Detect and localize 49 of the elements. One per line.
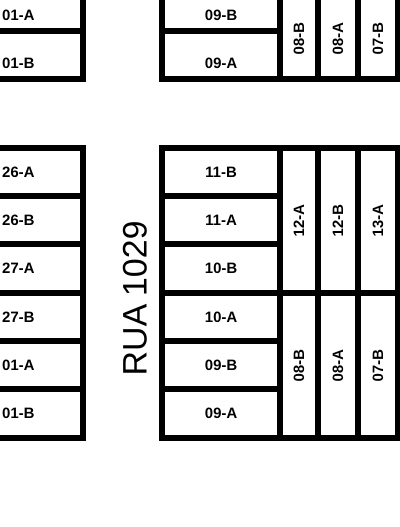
lot-number: 27-B bbox=[2, 308, 35, 326]
lot-number: 01-B bbox=[2, 405, 35, 422]
lot-number: 01-B bbox=[2, 55, 35, 72]
lot-plot bbox=[0, 392, 80, 435]
lot-number: 10-B bbox=[204, 260, 238, 277]
lot-number: 10-A bbox=[204, 308, 238, 326]
lot-plot bbox=[361, 151, 395, 290]
lot-number: 26-B bbox=[2, 212, 35, 228]
lot-number: 01-A bbox=[2, 7, 35, 24]
lot-number: 01-A bbox=[2, 356, 35, 374]
lot-number: 08-A bbox=[330, 22, 346, 54]
lot-plot bbox=[321, 151, 355, 290]
lot-number: 08-B bbox=[290, 22, 308, 54]
lot-plot bbox=[0, 34, 80, 76]
lot-plot bbox=[165, 34, 277, 76]
lot-number: 11-A bbox=[205, 212, 237, 228]
lot-plot bbox=[321, 0, 355, 76]
lot-plot bbox=[0, 296, 80, 338]
lot-plot bbox=[0, 151, 80, 193]
lot-number: 08-A bbox=[330, 349, 346, 382]
lot-number: 07-B bbox=[370, 22, 386, 54]
lot-plot bbox=[0, 199, 80, 241]
lot-plot bbox=[165, 296, 277, 338]
lot-plot bbox=[283, 151, 315, 290]
lot-number: 26-A bbox=[2, 164, 35, 180]
lot-plot bbox=[361, 0, 395, 76]
lot-plot bbox=[165, 247, 277, 290]
lot-plot bbox=[0, 344, 80, 386]
lot-plot bbox=[165, 199, 277, 241]
lot-number: 09-B bbox=[204, 7, 238, 24]
lot-number: 09-A bbox=[204, 55, 238, 72]
lot-plot bbox=[321, 296, 355, 435]
lot-number: 11-B bbox=[205, 164, 237, 180]
lot-number: 08-B bbox=[290, 349, 308, 382]
lot-number: 09-A bbox=[204, 405, 238, 422]
lot-plot bbox=[0, 247, 80, 290]
lot-plot bbox=[165, 392, 277, 435]
lot-number: 12-A bbox=[290, 204, 308, 237]
street-name: RUA 1029 bbox=[116, 220, 156, 376]
lot-plot bbox=[361, 296, 395, 435]
lot-number: 07-B bbox=[370, 349, 386, 382]
lot-plot bbox=[283, 0, 315, 76]
lot-number: 13-A bbox=[370, 204, 386, 237]
lot-plot bbox=[283, 296, 315, 435]
lot-number: 27-A bbox=[2, 260, 35, 277]
lot-plot bbox=[165, 344, 277, 386]
lot-number: 09-B bbox=[204, 356, 238, 374]
lot-number: 12-B bbox=[330, 204, 346, 237]
lot-plot bbox=[165, 151, 277, 193]
